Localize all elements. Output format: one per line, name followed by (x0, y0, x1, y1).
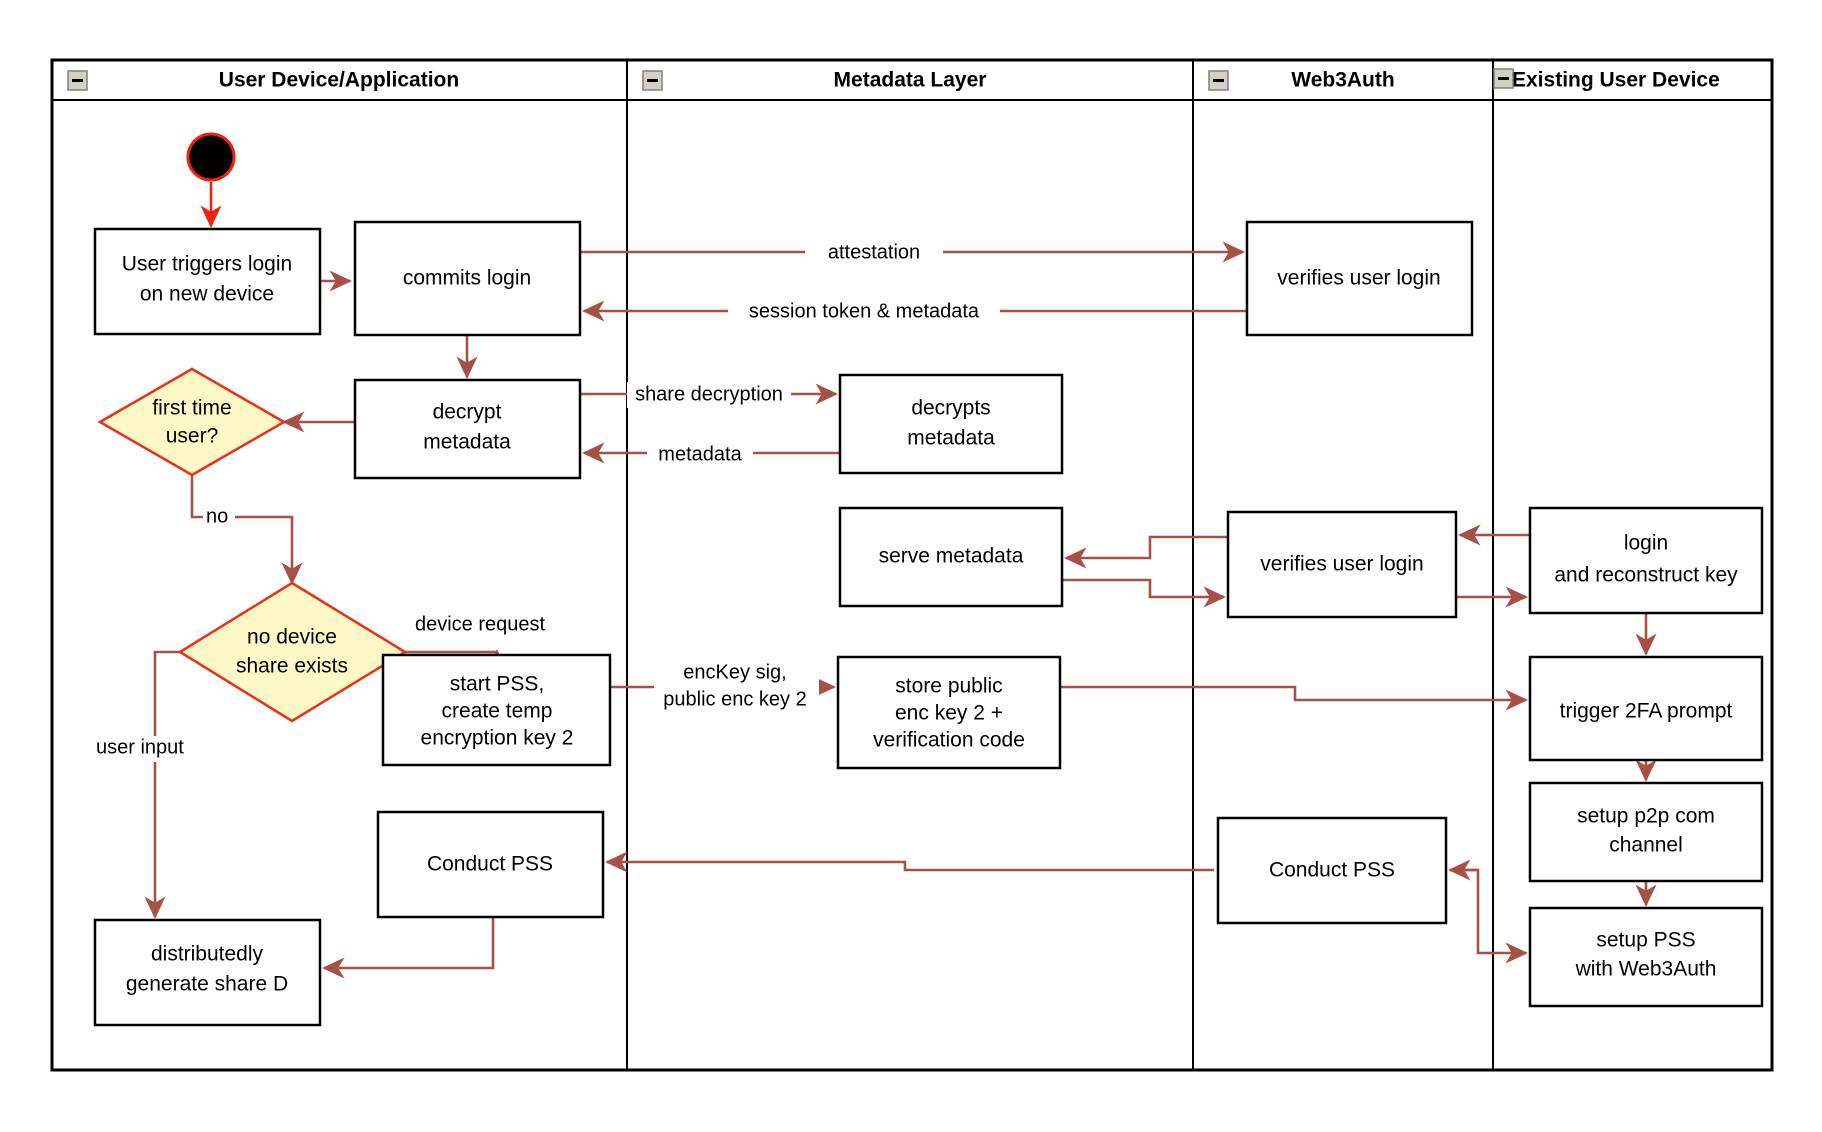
initial-node[interactable] (186, 132, 236, 182)
flow-conduct-pss-web3auth-to-conduct-pss-user (605, 851, 1214, 873)
node-start-pss-line-1: create temp (442, 700, 553, 723)
node-commits-login-label: commits login (403, 267, 531, 290)
node-decrypts-metadata-line-0: decrypts (911, 397, 990, 420)
diagram-nodes: User triggers login on new device commit… (93, 132, 1764, 1027)
collapse-minus-icon-metadata[interactable] (642, 70, 663, 91)
node-decrypt-metadata[interactable]: decrypt metadata (353, 378, 582, 480)
edge-label-metadata-group: metadata (647, 442, 753, 468)
collapse-minus-icon-user-device[interactable] (67, 70, 88, 91)
edge-label-session-token-group: session token & metadata (728, 299, 1000, 325)
node-verifies-user-login-top-label: verifies user login (1277, 267, 1440, 290)
node-no-device-share-exists-line-1: share exists (236, 655, 348, 678)
node-login-reconstruct-key-line-0: login (1624, 532, 1668, 555)
edge-label-user-input-group: user input (93, 736, 203, 762)
node-conduct-pss-user[interactable]: Conduct PSS (376, 810, 605, 919)
flow-serve-metadata-to-verifies-user-login-bottom (1062, 578, 1226, 608)
node-user-triggers-login[interactable]: User triggers login on new device (93, 227, 322, 336)
node-user-triggers-login-line-1: on new device (140, 283, 274, 306)
node-conduct-pss-web3auth-label: Conduct PSS (1269, 859, 1395, 882)
node-no-device-share-exists[interactable]: no device share exists (177, 581, 408, 723)
node-start-pss-line-0: start PSS, (450, 673, 545, 696)
node-start-pss[interactable]: start PSS, create temp encryption key 2 (381, 653, 612, 767)
node-no-device-share-exists-line-0: no device (247, 626, 337, 649)
edge-label-enckey-sig-group: encKey sig, public enc key 2 (654, 660, 819, 714)
node-login-reconstruct-key[interactable]: login and reconstruct key (1528, 506, 1764, 615)
node-serve-metadata-label: serve metadata (879, 545, 1024, 568)
edge-label-no-group: no (203, 505, 235, 529)
node-distributedly-generate-share-d[interactable]: distributedly generate share D (93, 918, 322, 1027)
node-setup-p2p-com-channel-line-1: channel (1609, 834, 1683, 857)
node-conduct-pss-user-label: Conduct PSS (427, 853, 553, 876)
flow-no-device-share-exists-to-start-pss-horizontal (405, 649, 508, 672)
edge-label-enckey-sig-line-2: public enc key 2 (663, 688, 806, 710)
edge-label-attestation-group: attestation (805, 240, 943, 266)
node-verifies-user-login-bottom-label: verifies user login (1260, 553, 1423, 576)
flow-verifies-user-login-bottom-to-serve-metadata (1064, 535, 1228, 569)
edge-label-share-decryption: share decryption (635, 383, 783, 405)
node-decrypts-metadata[interactable]: decrypts metadata (838, 373, 1064, 475)
node-store-public-enc-key-line-0: store public (895, 675, 1002, 698)
node-setup-pss-web3auth[interactable]: setup PSS with Web3Auth (1528, 906, 1764, 1008)
node-trigger-2fa-prompt-label: trigger 2FA prompt (1560, 700, 1733, 723)
node-setup-pss-web3auth-line-1: with Web3Auth (1575, 958, 1717, 981)
node-setup-p2p-com-channel[interactable]: setup p2p com channel (1528, 781, 1764, 883)
flow-first-time-user-to-no-device-share-exists (190, 475, 303, 585)
edge-label-metadata: metadata (658, 443, 742, 465)
collapse-minus-icon-web3auth[interactable] (1208, 70, 1229, 91)
node-store-public-enc-key[interactable]: store public enc key 2 + verification co… (836, 655, 1062, 770)
node-first-time-user-line-1: user? (166, 425, 219, 448)
node-trigger-2fa-prompt[interactable]: trigger 2FA prompt (1528, 655, 1764, 762)
node-distributedly-generate-share-d-line-1: generate share D (126, 973, 288, 996)
node-first-time-user-line-0: first time (152, 397, 231, 420)
node-conduct-pss-web3auth[interactable]: Conduct PSS (1216, 816, 1448, 925)
node-first-time-user[interactable]: first time user? (97, 367, 287, 477)
collapse-minus-icon-existing-device[interactable] (1493, 68, 1514, 89)
flow-conduct-pss-user-to-distributedly-generate-share-d (322, 917, 495, 979)
edge-label-attestation: attestation (828, 241, 920, 263)
node-setup-p2p-com-channel-line-0: setup p2p com (1577, 805, 1715, 828)
edge-label-device-request-group: device request (403, 612, 557, 638)
edge-labels: attestation session token & metadata sha… (93, 240, 1000, 762)
lane-title-user-device: User Device/Application (219, 69, 459, 92)
node-serve-metadata[interactable]: serve metadata (838, 506, 1064, 608)
lane-title-existing-device: Existing User Device (1512, 69, 1720, 92)
edge-label-device-request: device request (415, 613, 546, 635)
edge-label-session-token-metadata: session token & metadata (749, 300, 980, 322)
node-user-triggers-login-line-0: User triggers login (122, 253, 292, 276)
node-decrypt-metadata-line-0: decrypt (433, 401, 502, 424)
node-verifies-user-login-bottom[interactable]: verifies user login (1226, 510, 1458, 619)
node-setup-pss-web3auth-line-0: setup PSS (1596, 929, 1695, 952)
node-login-reconstruct-key-line-1: and reconstruct key (1554, 564, 1738, 587)
flow-no-device-share-exists-to-distributedly-generate-share-d (144, 650, 180, 919)
node-commits-login[interactable]: commits login (353, 220, 582, 337)
swimlane-outer-border (50, 58, 1774, 1072)
lane-title-web3auth: Web3Auth (1291, 69, 1394, 92)
node-start-pss-line-2: encryption key 2 (421, 727, 574, 750)
node-distributedly-generate-share-d-line-0: distributedly (151, 943, 264, 966)
node-verifies-user-login-top[interactable]: verifies user login (1245, 220, 1474, 337)
edge-label-user-input: user input (96, 736, 184, 758)
edge-label-enckey-sig-line-1: encKey sig, (683, 661, 786, 683)
node-store-public-enc-key-line-1: enc key 2 + (895, 702, 1003, 725)
lane-header-metadata[interactable] (626, 59, 1194, 101)
edge-label-share-decryption-group: share decryption (627, 382, 791, 408)
edge-label-no: no (206, 505, 228, 527)
flow-store-public-enc-key-to-trigger-2fa-prompt (1060, 685, 1528, 711)
node-decrypt-metadata-line-1: metadata (423, 431, 511, 454)
node-store-public-enc-key-line-2: verification code (873, 729, 1025, 752)
lane-title-metadata: Metadata Layer (834, 69, 987, 92)
node-decrypts-metadata-line-1: metadata (907, 427, 995, 450)
